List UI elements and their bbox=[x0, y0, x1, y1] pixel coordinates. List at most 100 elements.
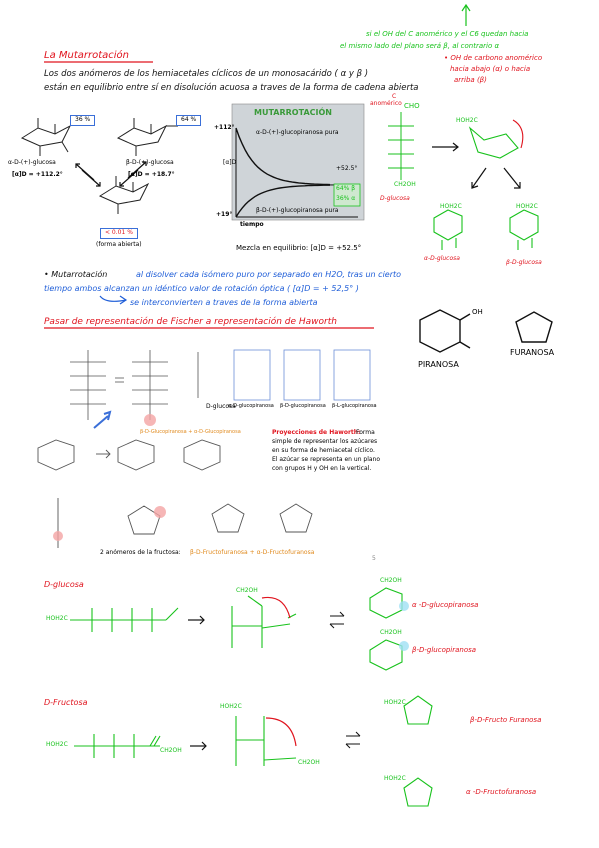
highlight-oh-2 bbox=[154, 506, 166, 518]
hoh2c-top: HOH2C bbox=[456, 117, 478, 124]
alpha-name: α-D-(+)-glucosa bbox=[8, 159, 56, 166]
note-bullet-2: hacia abajo (α) o hacia bbox=[450, 65, 531, 73]
proy-text-0: Forma bbox=[356, 429, 375, 436]
bottom-glucose-chain bbox=[70, 607, 179, 632]
piranosa-oh: OH bbox=[472, 308, 483, 316]
proy-text-1: simple de representar los azúcares bbox=[272, 438, 378, 445]
eq-arrows-1 bbox=[329, 611, 345, 629]
chart-title: MUTARROTACIÓN bbox=[254, 108, 332, 117]
chart-legend-alpha: 36% α bbox=[336, 195, 356, 202]
anomer-highlight-1 bbox=[399, 601, 409, 611]
fig-dglucosa: D-glucosa bbox=[206, 403, 236, 410]
ch2oh-label: CH2OH bbox=[394, 181, 416, 188]
intro-line-2: están en equilibrio entre sí en disoluci… bbox=[44, 83, 419, 93]
bottom-ch2oh-2: CH2OH bbox=[380, 577, 402, 584]
bottom-glucose-open bbox=[231, 595, 297, 648]
curve-series-1 bbox=[235, 184, 330, 218]
def-line-3: se interconvierten a traves de la forma … bbox=[130, 298, 318, 307]
proy-text-4: con grupos H y OH en la vertical. bbox=[272, 465, 372, 472]
alpha-glucosa-right: α-D-glucosa bbox=[424, 255, 460, 262]
hoh2c-alpha: HOH2C bbox=[440, 203, 462, 210]
hoh2c-beta: HOH2C bbox=[516, 203, 538, 210]
bottom-b-gp: β-D-glucopiranosa bbox=[412, 646, 477, 654]
eq-arrows-2 bbox=[345, 731, 361, 749]
right-fischer bbox=[388, 112, 414, 180]
dglucosa-right: D-glucosa bbox=[380, 195, 410, 202]
def-line-2: tiempo ambos alcanzan un idéntico valor … bbox=[44, 284, 359, 293]
note-bullet-3: arriba (β) bbox=[454, 76, 487, 84]
note-line-1: si el OH del C anomérico y el C6 quedan … bbox=[366, 30, 529, 38]
fischer-boxes bbox=[233, 349, 371, 401]
bottom-ch2oh-5: CH2OH bbox=[298, 759, 320, 766]
furanosa-ring bbox=[515, 311, 553, 343]
blue-arrow bbox=[93, 410, 112, 429]
chart-axes bbox=[235, 128, 358, 218]
bottom-hoh2c-2: HOH2C bbox=[46, 741, 68, 748]
proy-text-3: El azúcar se representa en un plano bbox=[272, 456, 381, 463]
bottom-a-gp: α -D-glucopiranosa bbox=[412, 601, 479, 609]
fig-a-gp: α-D-glucopiranosa bbox=[228, 403, 274, 409]
chart-bottom-tick: +19° bbox=[216, 211, 233, 218]
bottom-ch2oh-1: CH2OH bbox=[236, 587, 258, 594]
chart-top-tick: +112° bbox=[214, 124, 235, 131]
bottom-arrow-1 bbox=[188, 615, 205, 625]
highlight-oh bbox=[144, 414, 156, 426]
haworth-title: Pasar de representación de Fischer a rep… bbox=[44, 317, 337, 327]
furanosa-label: FURANOSA bbox=[510, 348, 555, 357]
right-arrow bbox=[432, 142, 459, 152]
anomer-highlight-2 bbox=[399, 641, 409, 651]
alpha-glucose-chair bbox=[20, 118, 72, 156]
bottom-rings-fructose bbox=[403, 695, 433, 807]
def-prefix: • Mutarrotación bbox=[44, 270, 108, 279]
chart-upper-label: α-D-(+)-glucopiranosa pura bbox=[256, 129, 339, 136]
note-arrow bbox=[461, 3, 471, 26]
intro-line-1: Los dos anómeros de los hemiacetales cíc… bbox=[44, 69, 369, 79]
red-attack-arrow bbox=[261, 596, 291, 619]
bottom-arrow-2 bbox=[190, 741, 207, 751]
bottom-hoh2c-5: HOH2C bbox=[384, 775, 406, 782]
piranosa-label: PIRANOSA bbox=[418, 360, 459, 369]
pct-alpha: 36 % bbox=[70, 115, 96, 126]
fructosa-names: β-D-Fructofuranosa + α-D-Fructofuranosa bbox=[190, 549, 315, 556]
beta-glucose-chair bbox=[116, 118, 178, 156]
alpha-ring-right bbox=[433, 209, 463, 250]
page-number: 5 bbox=[372, 555, 376, 562]
bottom-ch2oh-4: CH2OH bbox=[160, 747, 182, 754]
chart-right-value: +52.5° bbox=[336, 165, 358, 172]
cho-label: CHO bbox=[404, 102, 420, 110]
highlight-oh-3 bbox=[53, 531, 63, 541]
open-label: (forma abierta) bbox=[96, 241, 142, 248]
bottom-fructose-chain bbox=[74, 734, 161, 758]
c-label: C bbox=[392, 93, 397, 100]
note-bullet-1: • OH de carbono anomérico bbox=[444, 54, 543, 62]
bottom-dfructosa: D-Fructosa bbox=[44, 698, 88, 707]
split-arrows bbox=[471, 167, 521, 189]
bottom-hoh2c-1: HOH2C bbox=[46, 615, 68, 622]
fig-b-gp: β-D-glucopiranosa bbox=[280, 403, 326, 409]
fischer-chains bbox=[70, 350, 199, 420]
bottom-ch2oh-3: CH2OH bbox=[380, 629, 402, 636]
pct-beta: 64 % bbox=[176, 115, 202, 126]
piranosa-ring bbox=[419, 309, 471, 353]
def-arrow bbox=[99, 295, 128, 305]
beta-ring-right bbox=[509, 209, 539, 250]
beta-name: β-D-(+)-glucosa bbox=[126, 159, 174, 166]
proy-text-2: en su forma de hemiacetal cíclico. bbox=[272, 447, 375, 454]
curve-series-0 bbox=[235, 127, 331, 186]
anomerico-label: anomérico bbox=[370, 100, 402, 107]
bottom-b-ff: β-D-Fructo Furanosa bbox=[470, 716, 542, 724]
bottom-hoh2c-4: HOH2C bbox=[384, 699, 406, 706]
equilibrium-arrows bbox=[75, 161, 147, 187]
haworth-rings-mid bbox=[37, 439, 221, 471]
chart-legend-beta: 64% β bbox=[336, 185, 356, 192]
def-line-1: al disolver cada isómero puro por separa… bbox=[136, 270, 402, 279]
bottom-a-ff: α -D-Fructofuranosa bbox=[466, 788, 537, 796]
bottom-hoh2c-3: HOH2C bbox=[220, 703, 242, 710]
fig-b-lgp: β-L-glucopiranosa bbox=[332, 403, 377, 409]
alpha-rot: [α]D = +112.2° bbox=[12, 171, 63, 178]
chart-legend-box bbox=[333, 183, 361, 207]
beta-rot: [α]D = +18.7° bbox=[128, 171, 175, 178]
open-glucose-chair bbox=[98, 176, 150, 214]
fructosa-label: 2 anómeros de la fructosa: bbox=[100, 549, 181, 556]
